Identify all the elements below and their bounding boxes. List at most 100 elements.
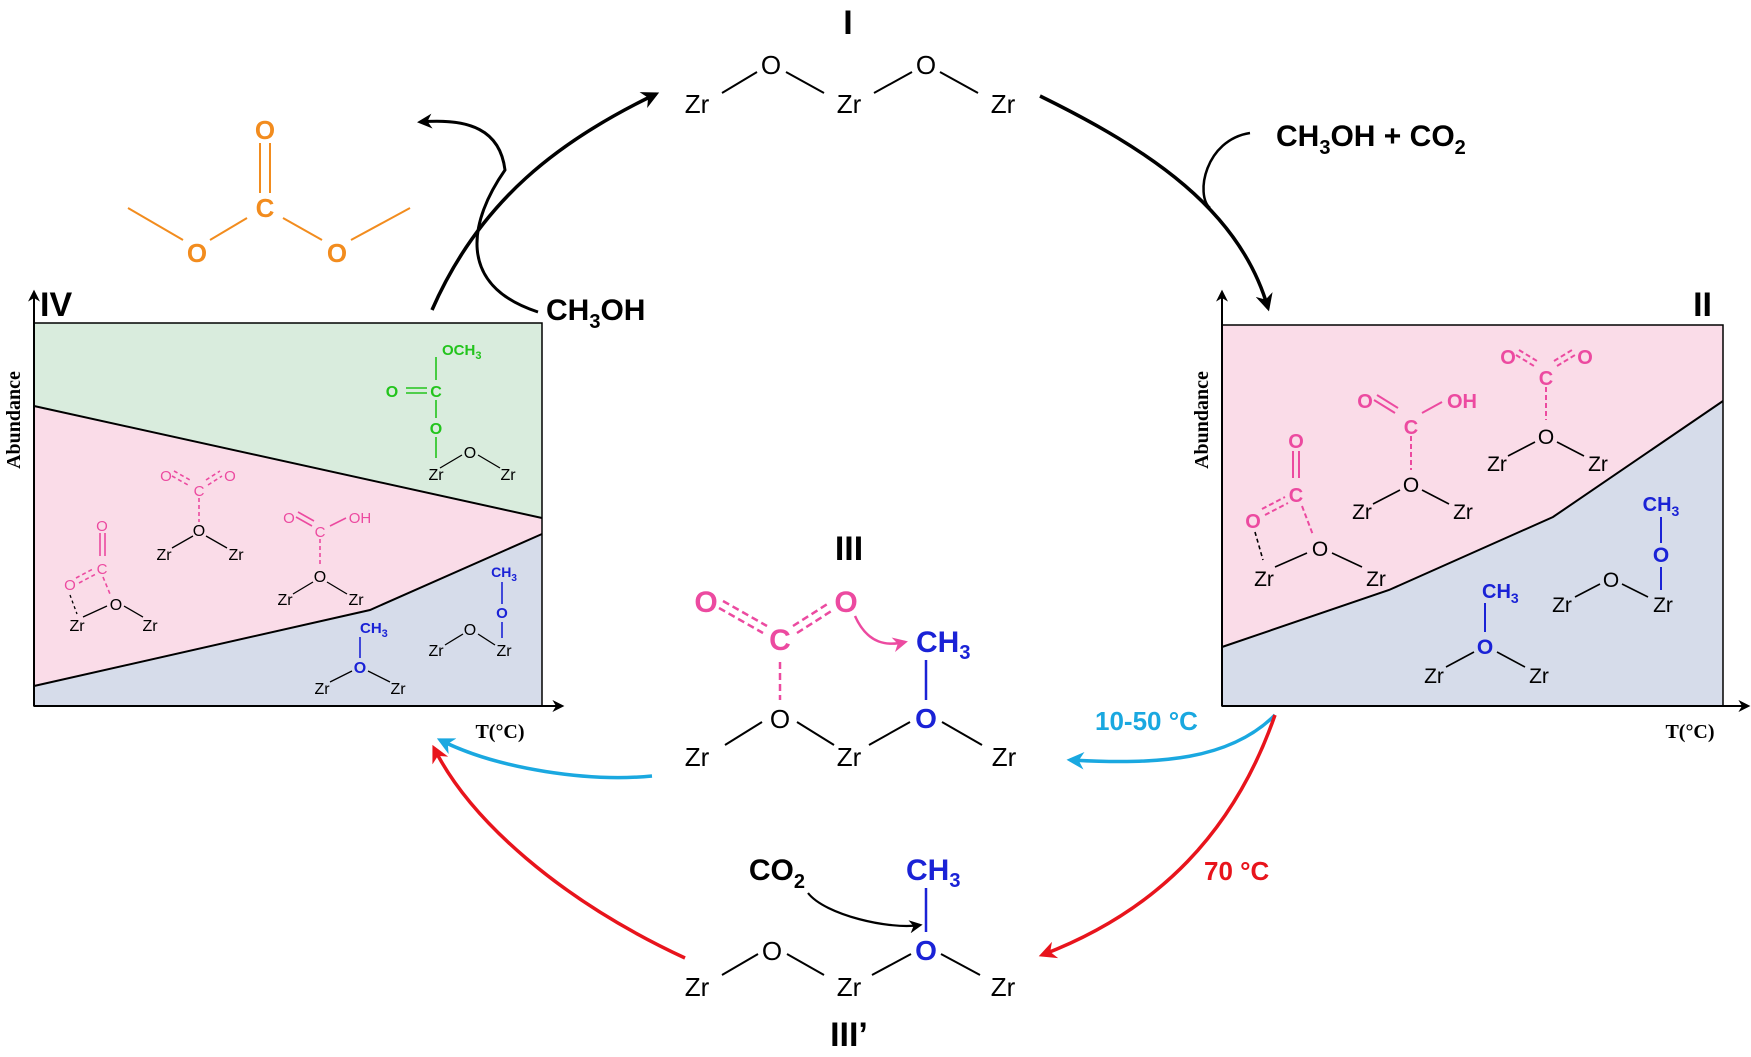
- co2-insertion-arrow: [807, 892, 923, 934]
- c-atom: C: [1289, 485, 1303, 507]
- zr-atom: Zr: [228, 547, 244, 564]
- zr-atom: Zr: [314, 681, 330, 698]
- o-atom: O: [915, 703, 937, 734]
- zr-atom: Zr: [1487, 453, 1507, 476]
- o-atom: O: [1603, 569, 1619, 592]
- stage-II-label: II: [1693, 286, 1712, 324]
- o-atom: O: [1245, 511, 1261, 533]
- high-temp-arrow-II-to-III-prime: [1038, 714, 1277, 959]
- zr-atom: Zr: [685, 89, 710, 119]
- zr-atom: Zr: [685, 972, 710, 1002]
- o-atom: O: [1577, 347, 1593, 369]
- zr-atom: Zr: [837, 89, 862, 119]
- c-atom: C: [1404, 417, 1418, 439]
- low-temp-arrow-II-to-III: [1066, 713, 1277, 770]
- c-atom: C: [769, 624, 791, 657]
- zr-atom: Zr: [1529, 665, 1549, 688]
- o-atom: O: [1538, 426, 1554, 449]
- o-atom: O: [96, 518, 108, 535]
- zr-atom: Zr: [1254, 568, 1274, 591]
- c-atom: C: [430, 384, 442, 401]
- low-temp-condition: 10-50 °C: [1095, 706, 1198, 736]
- stage-III-prime-structure: CO2 CH3 O Zr O Zr Zr III’: [685, 854, 1016, 1054]
- cycle-arrow-IV-to-I: [430, 92, 660, 311]
- o-atom: O: [770, 704, 790, 734]
- zr-atom: Zr: [837, 742, 862, 772]
- abundance-plot-IV: Abundance T(°C) IV OCH3 O C O Zr O Zr O …: [3, 286, 565, 743]
- zr-atom: Zr: [1653, 594, 1673, 617]
- y-axis-label: Abundance: [1191, 371, 1213, 469]
- stage-I-label: I: [843, 4, 852, 42]
- abundance-plot-II: Abundance T(°C) II O C O O Zr Zr O C OH: [1191, 286, 1751, 743]
- o-atom: O: [694, 586, 717, 619]
- zr-atom: Zr: [991, 89, 1016, 119]
- x-axis-label: T(°C): [475, 721, 524, 743]
- zr-atom: Zr: [685, 742, 710, 772]
- ch3-group: CH3: [1643, 494, 1680, 519]
- o-atom: O: [1653, 544, 1669, 567]
- y-axis-label: Abundance: [3, 371, 25, 469]
- zr-atom: Zr: [991, 972, 1016, 1002]
- zr-atom: Zr: [1366, 568, 1386, 591]
- zr-atom: Zr: [1352, 501, 1372, 524]
- dimethyl-carbonate-product: O C O O: [127, 115, 411, 268]
- nucleophilic-attack-arrow: [853, 615, 908, 653]
- o-atom: O: [64, 577, 76, 594]
- c-atom: C: [194, 483, 205, 500]
- o-atom: O: [430, 421, 442, 438]
- o-atom: O: [1288, 431, 1304, 453]
- zr-atom: Zr: [1424, 665, 1444, 688]
- ch3-group: CH3: [906, 854, 960, 892]
- zr-atom: Zr: [428, 467, 444, 484]
- zr-atom: Zr: [156, 547, 172, 564]
- o-atom: O: [464, 445, 476, 462]
- o-atom: O: [354, 660, 366, 677]
- stage-III-structure: III O C O CH3 O Zr O Zr Zr: [685, 530, 1017, 772]
- stage-III-prime-label: III’: [830, 1016, 868, 1054]
- o-atom: O: [1403, 474, 1419, 497]
- o-atom: O: [386, 384, 398, 401]
- zr-atom: Zr: [500, 467, 516, 484]
- o-atom: O: [915, 935, 937, 966]
- o-atom: O: [283, 510, 295, 527]
- o-atom: O: [110, 597, 122, 614]
- zr-atom: Zr: [277, 592, 293, 609]
- methanol-co2-input-arrow: [1202, 131, 1251, 209]
- zr-atom: Zr: [837, 972, 862, 1002]
- o-atom: O: [761, 50, 781, 80]
- stage-I-structure: I Zr O Zr O Zr: [685, 4, 1016, 119]
- methanol-reagent: CH3OH: [546, 294, 645, 333]
- c-atom: C: [1539, 368, 1553, 390]
- low-temp-arrow-III-to-IV: [436, 738, 653, 780]
- o-atom: O: [1500, 347, 1516, 369]
- zr-atom: Zr: [69, 618, 85, 635]
- zr-atom: Zr: [348, 592, 364, 609]
- cycle-arrow-I-to-II: [1039, 94, 1273, 312]
- zr-atom: Zr: [390, 681, 406, 698]
- o-atom: O: [1312, 538, 1328, 561]
- c-atom: C: [315, 524, 326, 541]
- o-atom: O: [255, 115, 275, 145]
- ch3-group: CH3: [916, 626, 970, 664]
- o-atom: O: [1477, 636, 1493, 659]
- o-atom: O: [314, 569, 326, 586]
- ch3-group: CH3: [491, 564, 517, 584]
- ch3-group: CH3: [1482, 581, 1519, 606]
- o-atom: O: [834, 586, 857, 619]
- o-atom: O: [464, 622, 476, 639]
- oh-group: OH: [1447, 391, 1477, 413]
- zr-atom: Zr: [496, 643, 512, 660]
- o-atom: O: [762, 936, 782, 966]
- zr-atom: Zr: [428, 643, 444, 660]
- stage-III-label: III: [835, 530, 863, 568]
- zr-atom: Zr: [142, 618, 158, 635]
- co2-reagent: CO2: [749, 854, 805, 893]
- o-atom: O: [187, 238, 207, 268]
- o-atom: O: [160, 468, 172, 485]
- o-atom: O: [193, 523, 205, 540]
- o-atom: O: [916, 50, 936, 80]
- zr-atom: Zr: [1453, 501, 1473, 524]
- x-axis-label: T(°C): [1665, 721, 1714, 743]
- stage-IV-label: IV: [40, 286, 72, 324]
